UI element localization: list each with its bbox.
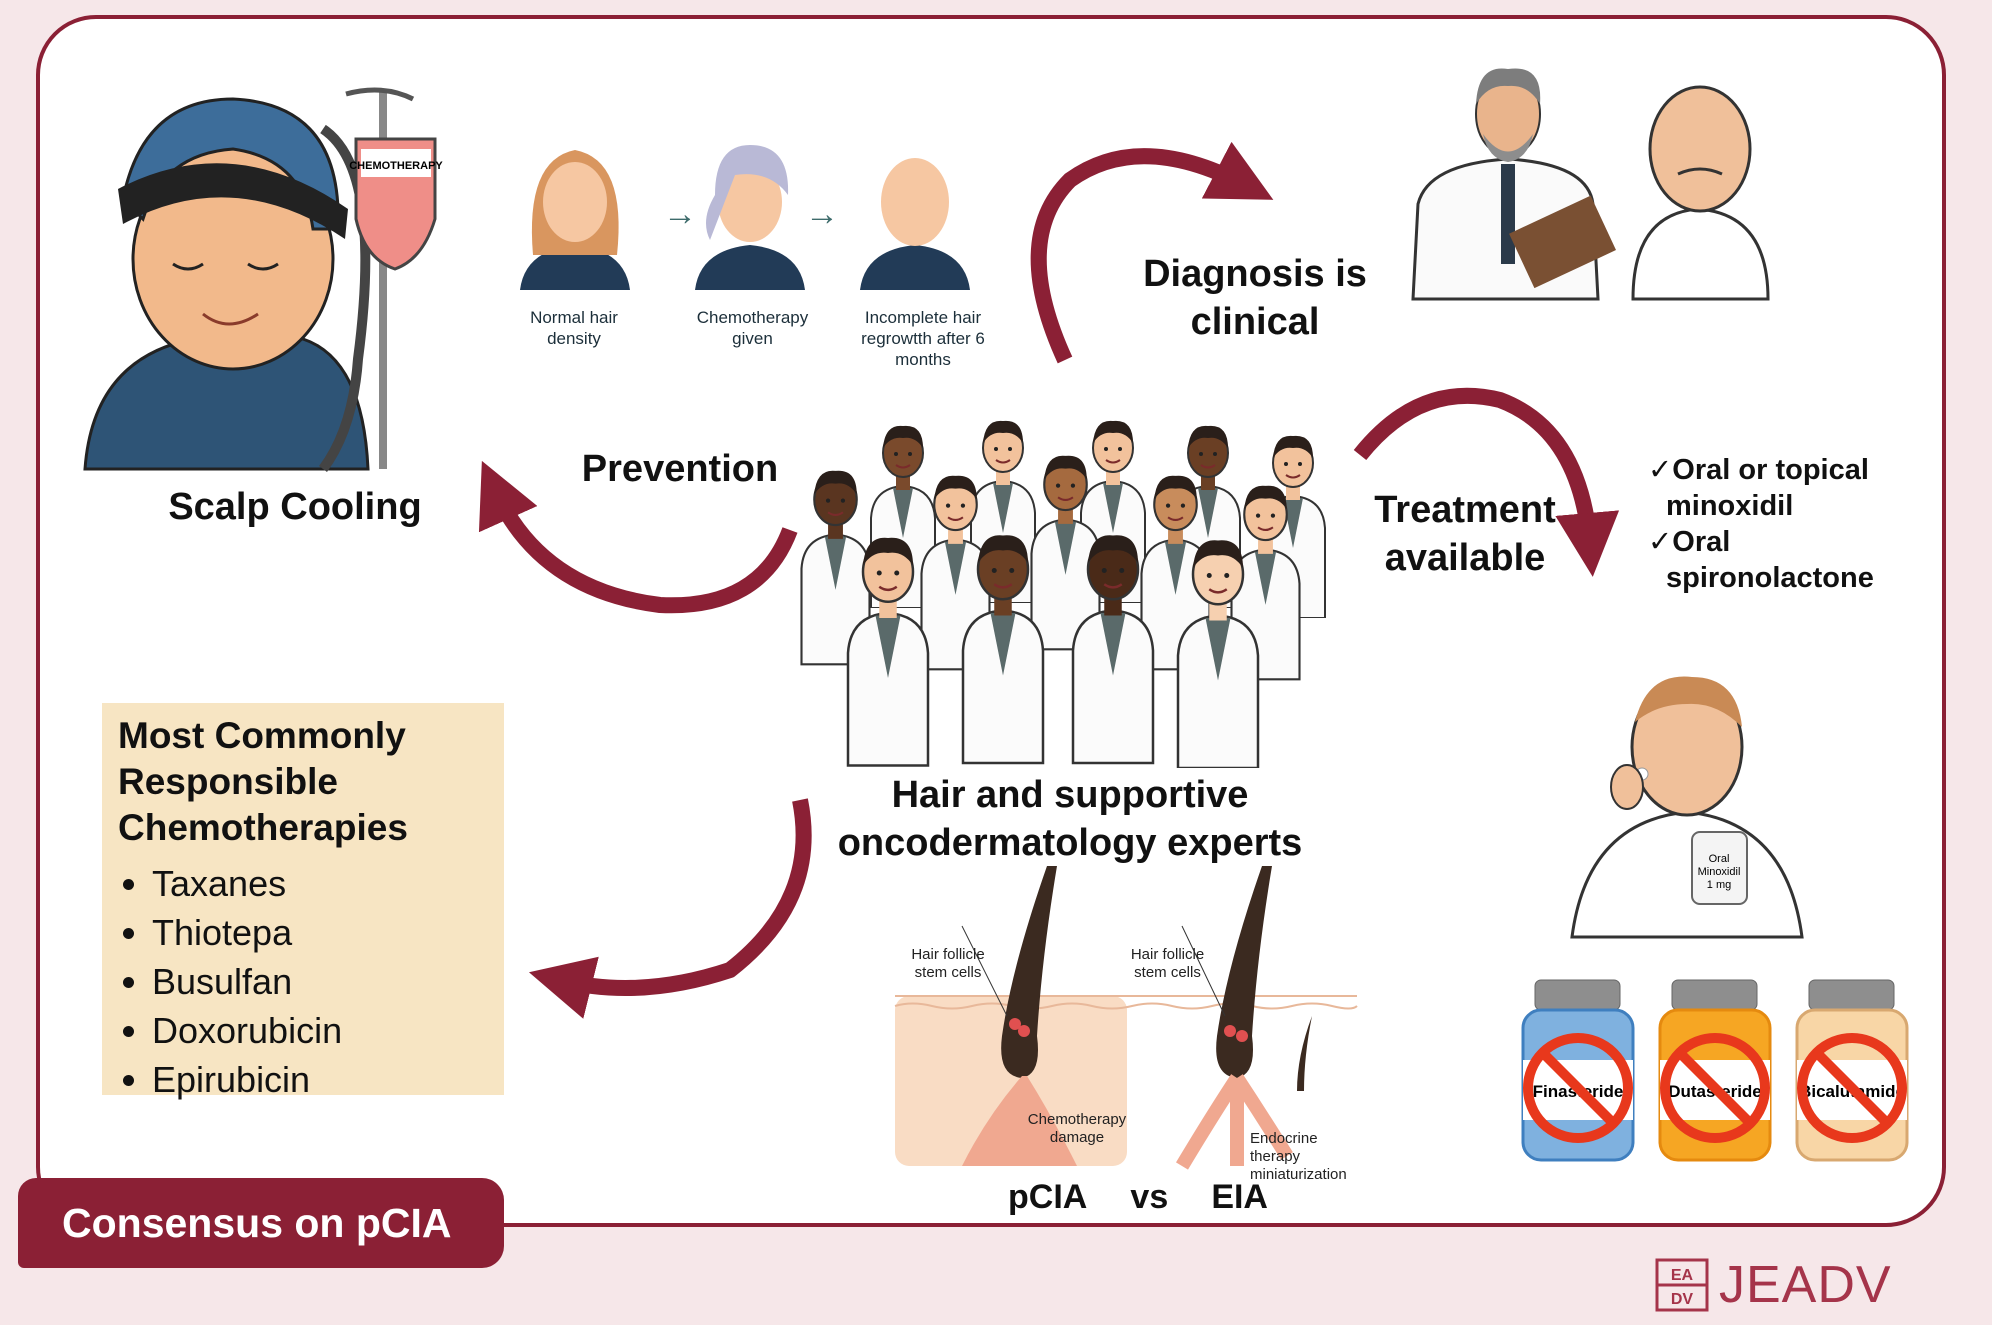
treatment-option-minoxidil: ✓Oral or topical minoxidil xyxy=(1648,452,1948,524)
diagnosis-line2: clinical xyxy=(1190,301,1320,343)
follicle-comparison-diagram xyxy=(894,866,1358,1170)
caption-chemotherapy-given: Chemotherapy given xyxy=(696,308,809,348)
arrow-to-prevention xyxy=(478,460,798,614)
face-chemotherapy xyxy=(695,145,805,290)
treatment-options-list: ✓Oral or topical minoxidil ✓Oral spirono… xyxy=(1648,452,1948,596)
prohibited-sign-icon xyxy=(1523,1033,1633,1143)
endocrine-miniaturization-label: Endocrine therapy miniaturization xyxy=(1250,1130,1347,1183)
chemotherapy-item: Doxorubicin xyxy=(152,1006,488,1055)
diagnosis-label: Diagnosis is clinical xyxy=(1110,250,1400,346)
bottle-dutasteride: Dutasteride xyxy=(1658,979,1772,1162)
chemotherapies-title: Most Commonly Responsible Chemotherapies xyxy=(118,715,408,848)
prohibited-sign-icon xyxy=(1797,1033,1907,1143)
experts-label: Hair and supportive oncodermatology expe… xyxy=(790,771,1350,867)
avoided-drugs: Finasteride Dutasteride Bicalutamide xyxy=(1521,979,1909,1162)
patient-taking-minoxidil-illustration: Oral Minoxidil 1 mg xyxy=(1570,676,1804,939)
arrow-to-treatment xyxy=(1353,387,1620,577)
left-stem-cells-label: Hair follicle stem cells xyxy=(911,946,985,981)
option-text: ✓Oral xyxy=(1648,526,1731,558)
eia-label: EIA xyxy=(1211,1178,1268,1216)
bottle-label: 1 mg xyxy=(1707,879,1731,891)
hair-loss-progression: → → xyxy=(520,145,970,290)
scalp-cooling-illustration: CHEMOTHERAPY xyxy=(83,87,443,472)
follicle-comparison-title: pCIA vs EIA xyxy=(1008,1178,1268,1217)
experts-line2: oncodermatology experts xyxy=(837,822,1303,864)
face-normal-hair xyxy=(520,150,630,290)
scalp-cooling-label: Scalp Cooling xyxy=(168,486,422,528)
treatment-label: Treatment available xyxy=(1355,486,1575,582)
vs-label: vs xyxy=(1130,1178,1169,1216)
jeadv-text: JEADV xyxy=(1719,1256,1892,1314)
svg-text:EA: EA xyxy=(1671,1267,1694,1284)
treatment-option-spironolactone: ✓Oral spironolactone xyxy=(1648,524,1948,596)
doctor-patient-illustration xyxy=(1411,68,1770,301)
caption-incomplete-regrowth: Incomplete hair regrowtth after 6 months xyxy=(861,308,985,369)
eadv-emblem-icon: EA DV xyxy=(1655,1258,1709,1312)
prohibited-sign-icon xyxy=(1660,1033,1770,1143)
chemotherapy-item: Busulfan xyxy=(152,957,488,1006)
consensus-banner: Consensus on pCIA xyxy=(18,1178,504,1268)
treatment-line2: available xyxy=(1384,537,1546,579)
prevention-label: Prevention xyxy=(581,448,779,490)
bottle-label: Minoxidil xyxy=(1698,866,1741,878)
chemotherapy-damage-label: Chemotherapy damage xyxy=(1027,1111,1127,1146)
arrow-right-icon: → xyxy=(663,195,697,233)
chemotherapy-bag-label: CHEMOTHERAPY xyxy=(349,160,443,172)
bottle-bicalutamide: Bicalutamide xyxy=(1795,979,1909,1162)
face-incomplete-regrowth xyxy=(860,158,970,290)
arrow-to-chemotherapies xyxy=(528,798,812,1019)
jeadv-logo: EA DV JEADV xyxy=(1655,1255,1892,1315)
right-stem-cells-label: Hair follicle stem cells xyxy=(1130,946,1205,981)
treatment-line1: Treatment xyxy=(1374,489,1556,531)
arrow-right-icon: → xyxy=(805,195,839,233)
bottle-label: Oral xyxy=(1709,853,1730,865)
bottle-finasteride: Finasteride xyxy=(1521,979,1635,1162)
svg-text:DV: DV xyxy=(1671,1291,1694,1308)
experts-line1: Hair and supportive xyxy=(891,774,1249,816)
chemotherapy-item: Taxanes xyxy=(152,859,488,908)
arrow-to-diagnosis xyxy=(1030,141,1274,364)
option-text: minoxidil xyxy=(1666,490,1794,522)
diagnosis-line1: Diagnosis is xyxy=(1143,253,1367,295)
pcia-label: pCIA xyxy=(1008,1178,1088,1216)
caption-normal-hair: Normal hair density xyxy=(530,308,618,348)
option-text: ✓Oral or topical xyxy=(1648,454,1869,486)
chemotherapies-box: Most Commonly Responsible Chemotherapies… xyxy=(102,703,504,1100)
chemotherapies-list: Taxanes Thiotepa Busulfan Doxorubicin Ep… xyxy=(118,859,488,1104)
chemotherapy-item: Epirubicin xyxy=(152,1055,488,1104)
experts-crowd-illustration xyxy=(800,419,1326,768)
chemotherapy-item: Thiotepa xyxy=(152,908,488,957)
option-text: spironolactone xyxy=(1666,562,1874,594)
